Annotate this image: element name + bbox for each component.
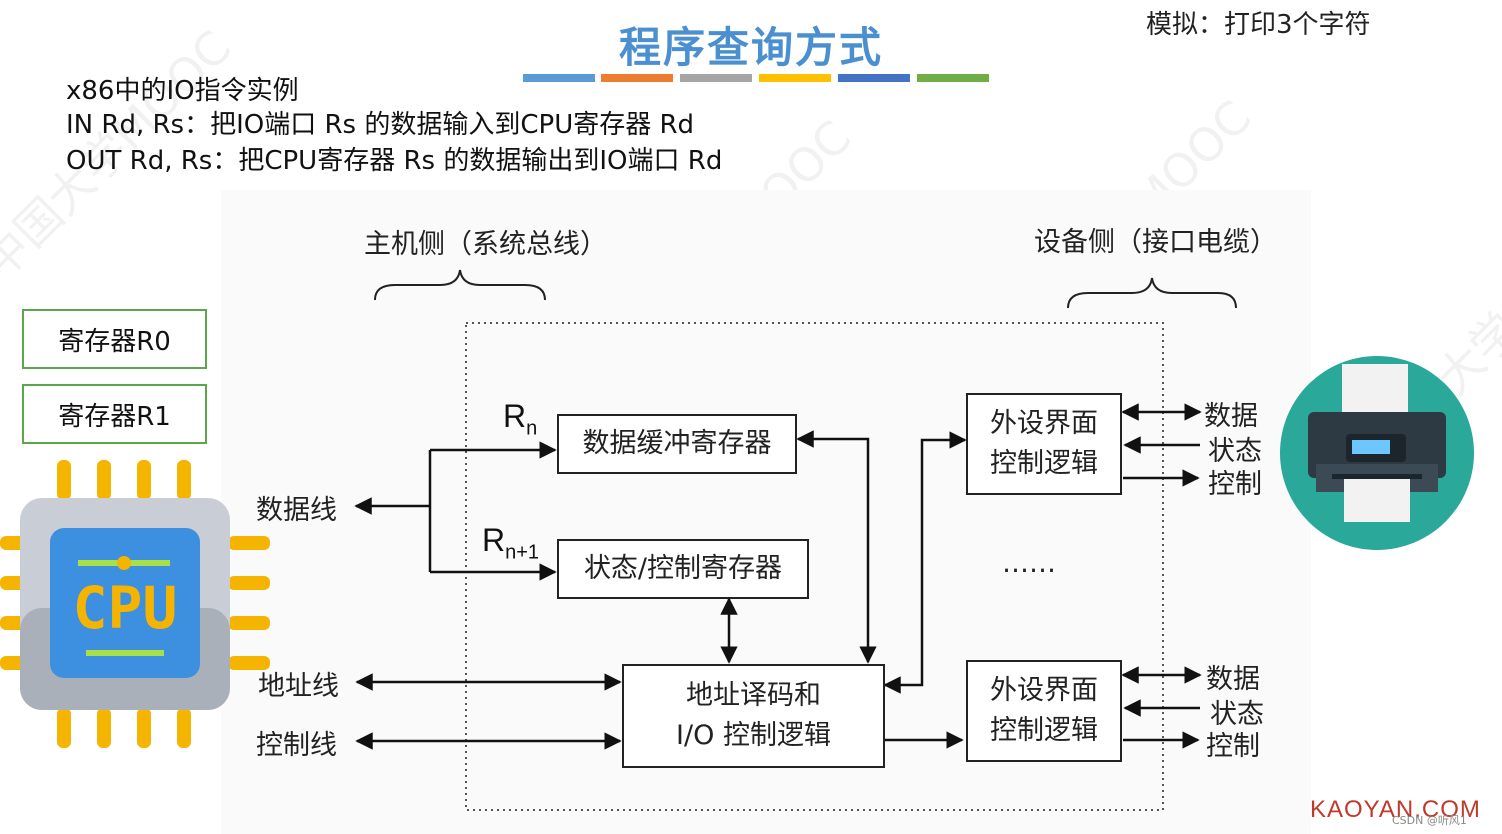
peripheral-interface-lower: 外设界面 控制逻辑 (966, 660, 1122, 762)
color-bar-2 (601, 74, 673, 82)
status-control-register: 状态/控制寄存器 (557, 539, 809, 599)
rn-subscript: n (526, 417, 538, 440)
rn1-letter: R (482, 522, 506, 558)
slide-title: 程序查询方式 (618, 23, 883, 72)
peripheral-upper-line-2: 控制逻辑 (990, 448, 1098, 479)
decoder-line-1: 地址译码和 (686, 680, 821, 711)
cpu-label: CPU (72, 574, 178, 642)
data-buffer-register: 数据缓冲寄存器 (557, 414, 797, 474)
peripheral-lower-line-1: 外设界面 (990, 675, 1098, 706)
host-side-label: 主机侧（系统总线） (364, 229, 607, 260)
intro-line-2: IN Rd, Rs：把IO端口 Rs 的数据输入到CPU寄存器 Rd (66, 110, 695, 140)
rn-letter: R (503, 398, 527, 434)
footer-credit: CSDN @听风1 (1392, 814, 1467, 827)
address-decoder-io-control: 地址译码和 I/O 控制逻辑 (622, 664, 885, 768)
upper-data-signal: 数据 (1204, 401, 1258, 432)
data-line-label: 数据线 (256, 495, 337, 526)
rn1-label: Rn+1 (482, 522, 539, 564)
peripheral-interface-upper: 外设界面 控制逻辑 (966, 393, 1122, 495)
upper-status-signal: 状态 (1208, 436, 1262, 467)
upper-control-signal: 控制 (1208, 469, 1262, 500)
register-r1: 寄存器R1 (22, 384, 207, 444)
footer-brand: KAOYAN.COM (1310, 796, 1481, 823)
color-bar-3 (680, 74, 752, 82)
color-bar-4 (759, 74, 831, 82)
color-bar-6 (917, 74, 989, 82)
color-bar-5 (838, 74, 910, 82)
intro-line-3: OUT Rd, Rs：把CPU寄存器 Rs 的数据输出到IO端口 Rd (66, 146, 723, 176)
cpu-chip-icon (0, 460, 270, 748)
intro-line-1: x86中的IO指令实例 (66, 76, 299, 106)
top-note: 模拟：打印3个字符 (1146, 10, 1371, 40)
peripheral-upper-line-1: 外设界面 (990, 408, 1098, 439)
control-line-label: 控制线 (256, 730, 337, 761)
peripheral-lower-line-2: 控制逻辑 (990, 715, 1098, 746)
lower-control-signal: 控制 (1206, 731, 1260, 762)
rn-label: Rn (503, 398, 537, 440)
color-bar-1 (523, 74, 595, 82)
lower-data-signal: 数据 (1206, 664, 1260, 695)
printer-icon (1280, 356, 1474, 550)
device-side-label: 设备侧（接口电缆） (1034, 227, 1277, 258)
rn1-subscript: n+1 (505, 541, 540, 564)
decoder-line-2: I/O 控制逻辑 (676, 720, 831, 751)
address-line-label: 地址线 (258, 671, 339, 702)
register-r0: 寄存器R0 (22, 309, 207, 369)
ellipsis: …… (1002, 548, 1056, 579)
lower-status-signal: 状态 (1210, 699, 1264, 730)
